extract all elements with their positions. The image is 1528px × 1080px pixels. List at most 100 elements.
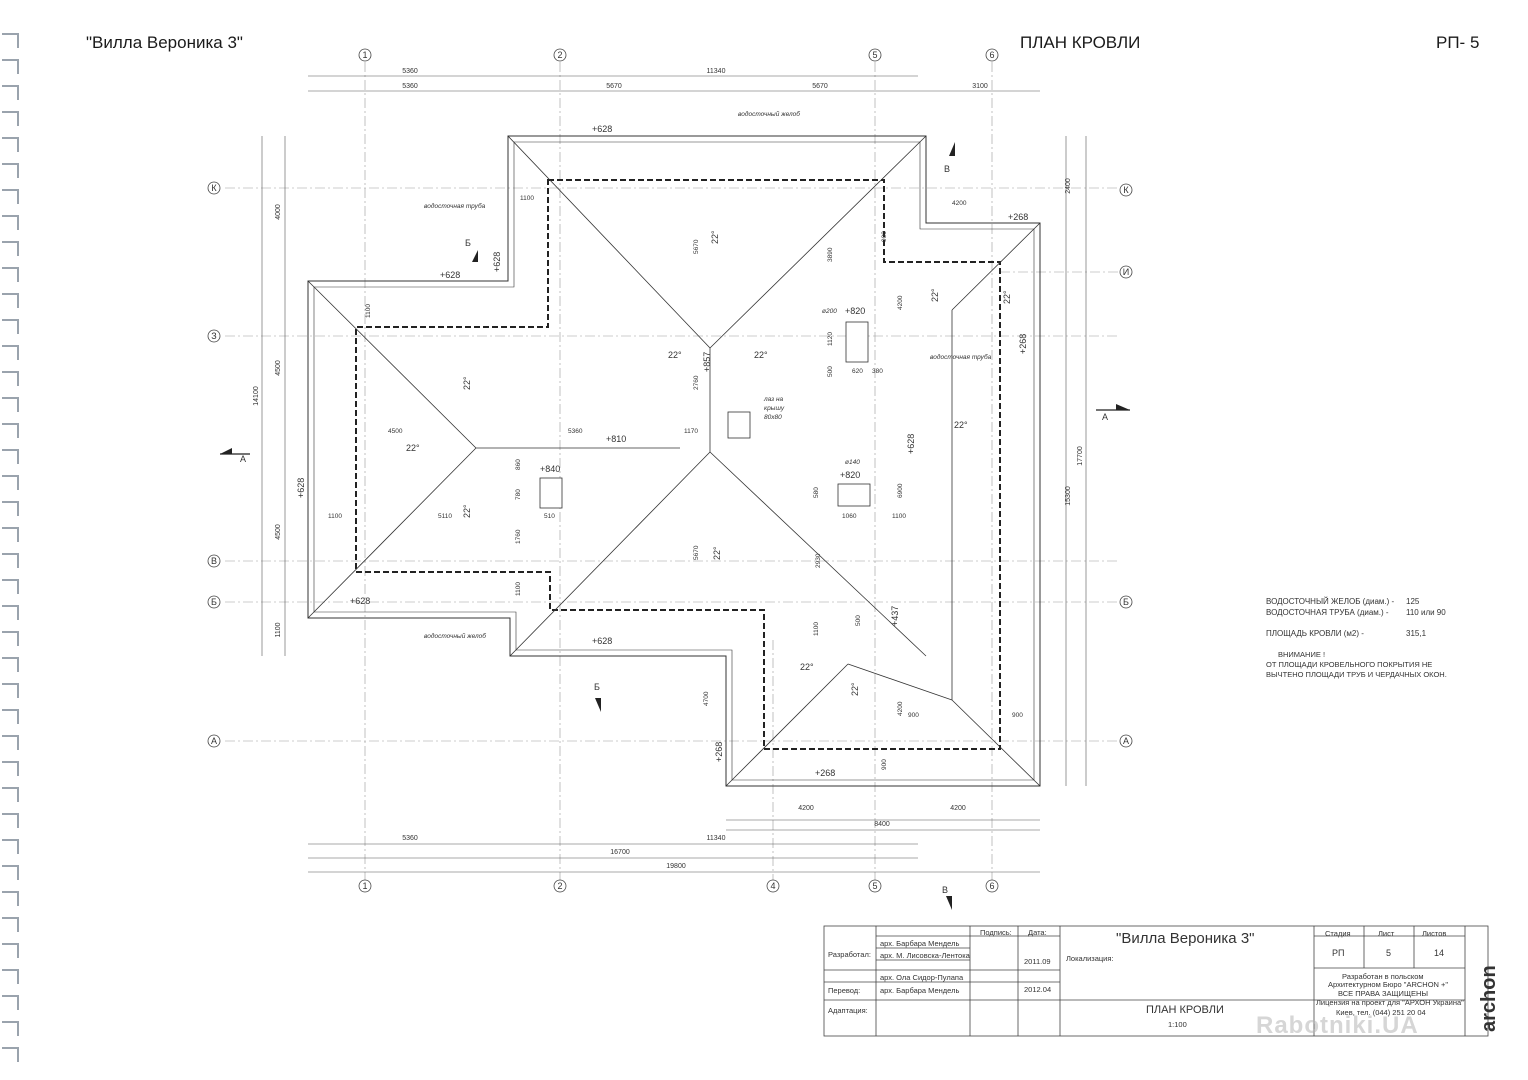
slope-labels: 22° 22° 22° 22° 22° 22° 22° 22° 22° 22° … [406, 230, 1012, 696]
inner-dim-text: 1100 [515, 582, 522, 596]
axis-label: К [211, 183, 217, 193]
axis-label: 1 [362, 50, 367, 60]
axis-bubble-top-6 [985, 48, 999, 62]
elevation-text: +628 [492, 252, 502, 272]
pipe-diameter-label: ø140 [845, 459, 860, 466]
binding-ring [2, 839, 19, 854]
dim-text: 5360 [402, 68, 418, 75]
inner-dim-text: 1100 [328, 513, 342, 520]
binding-ring [2, 423, 19, 438]
axis-bubble-left-A [207, 734, 221, 748]
axis-bubble-bottom-1 [358, 879, 372, 893]
roof-area-value: 315,1 [1406, 629, 1427, 638]
elevation-labels: +628 +628 +628 +628 +628 +628 +268 +268 … [296, 124, 1028, 778]
axis-bubble-right-I [1119, 265, 1133, 279]
binding-ring [2, 865, 19, 880]
slope-text: 22° [800, 662, 814, 672]
axis-bubble-left-B [207, 595, 221, 609]
pipe-diameter-label: ВОДОСТОЧНАЯ ТРУБА (диам.) - [1266, 608, 1389, 617]
elevation-text: +810 [606, 434, 626, 444]
slope-text: 22° [710, 230, 720, 244]
axis-bubble-right-B [1119, 595, 1133, 609]
slope-text: 22° [712, 546, 722, 560]
inner-dim-text: 5670 [693, 545, 700, 560]
dim-text: 4500 [275, 360, 282, 376]
inner-dim-text: 780 [515, 489, 522, 500]
dim-text: 14100 [253, 386, 260, 406]
binding-ring [2, 111, 19, 126]
adaptation-label: Адаптация: [828, 1006, 868, 1015]
roof-access-label: 80x80 [764, 414, 782, 421]
binding-ring [2, 267, 19, 282]
section-arrow-icon [220, 448, 232, 454]
axis-grid [225, 62, 1120, 880]
developed-by-line: Архитектурном Бюро "ARCHON +" [1328, 980, 1449, 989]
inner-dim-text: 620 [852, 368, 863, 375]
inner-dim-text: 1100 [365, 304, 372, 318]
elevation-text: +437 [890, 606, 900, 626]
inner-dim-text: 380 [872, 368, 883, 375]
annotations: водосточный желоб водосточный желоб водо… [424, 110, 992, 640]
stage-value: РП [1332, 948, 1345, 958]
binding-ring [2, 605, 19, 620]
dim-text: 8400 [874, 821, 890, 828]
inner-dim-text: 5670 [693, 239, 700, 254]
section-label: Б [594, 682, 600, 692]
roof-ridges [307, 135, 1041, 787]
binding-ring [2, 891, 19, 906]
binding-ring [2, 735, 19, 750]
sheet-header: Лист [1378, 929, 1395, 938]
inner-dim-text: 3890 [827, 247, 834, 262]
axis-label: Б [1123, 597, 1129, 607]
axis-bubble-bottom-4 [766, 879, 780, 893]
section-label: А [1102, 412, 1108, 422]
elevation-text: +628 [296, 478, 306, 498]
section-arrow-icon [1116, 404, 1130, 410]
binding-ring [2, 553, 19, 568]
inner-dim-text: 900 [1012, 712, 1023, 719]
section-label: В [942, 885, 948, 895]
gutter-label-top: водосточный желоб [738, 110, 800, 118]
binding-rings [2, 33, 19, 1062]
axis-bubble-right-K [1119, 183, 1133, 197]
signature-header: Подпись: [980, 928, 1012, 937]
section-label: Б [465, 238, 471, 248]
elevation-text: +628 [906, 434, 916, 454]
elevation-text: +268 [815, 768, 835, 778]
axis-label: А [211, 736, 217, 746]
sheets-value: 14 [1434, 948, 1445, 958]
gutter-label-bottom: водосточный желоб [424, 632, 486, 640]
axis-label: В [211, 556, 217, 566]
binding-ring [2, 241, 19, 256]
inner-dim-text: 1120 [827, 332, 834, 346]
section-label: А [240, 454, 246, 464]
dim-text: 19800 [666, 863, 686, 870]
axis-label: А [1123, 736, 1129, 746]
binding-ring [2, 85, 19, 100]
roof-access-hatch [727, 411, 751, 439]
inner-dim-text: 1100 [892, 513, 906, 520]
inner-dim-text: 5360 [568, 428, 583, 435]
elevation-text: +857 [702, 352, 712, 372]
axis-bubble-top-2 [553, 48, 567, 62]
binding-ring [2, 657, 19, 672]
roof-openings [539, 321, 871, 509]
section-arrow-icon [595, 698, 601, 712]
axis-label: 2 [557, 881, 562, 891]
slope-text: 22° [1002, 290, 1012, 304]
title-block-grid [823, 925, 1489, 1037]
dim-text: 5360 [402, 83, 418, 90]
binding-ring [2, 449, 19, 464]
binding-ring [2, 163, 19, 178]
binding-ring [2, 813, 19, 828]
dimension-texts: 5360 11340 5360 5670 5670 3100 4200 4200… [253, 68, 1084, 870]
sheets-header: Листов [1422, 929, 1447, 938]
inner-dim-text: 4200 [897, 295, 904, 310]
binding-ring [2, 189, 19, 204]
translation-label: Перевод: [828, 986, 861, 995]
slope-text: 22° [754, 350, 768, 360]
inner-dim-text: 4700 [703, 691, 710, 706]
